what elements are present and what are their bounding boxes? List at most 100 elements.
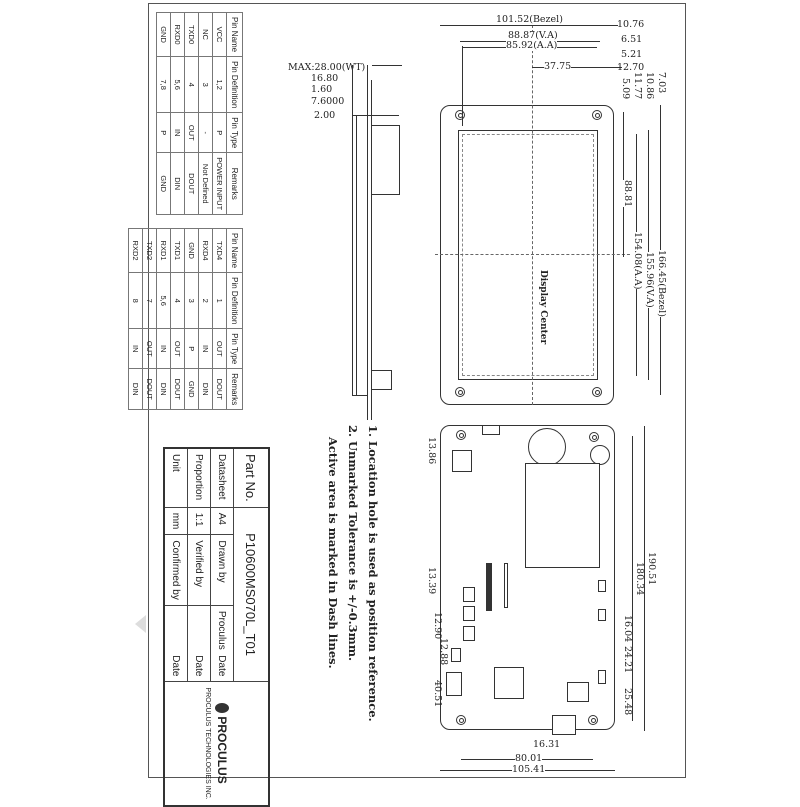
header-remarks: Remarks (226, 368, 243, 410)
cell: 3 (198, 56, 213, 113)
company-name: PROCULUS TECHNOLOGIES INC. (203, 687, 211, 800)
usb-connector (552, 715, 576, 735)
cell: DOUT (212, 368, 227, 410)
part-no-label: Part No. (233, 448, 269, 508)
cell: DIN (156, 368, 171, 410)
note-1: 1. Location hole is used as position ref… (366, 425, 380, 722)
cell: P (156, 112, 171, 153)
cell: GND (156, 12, 171, 57)
ribbon-connector (504, 563, 508, 608)
dim-24-21: 24.21 (622, 646, 633, 674)
dim-190-51: 190.51 (646, 552, 657, 586)
cell: - (198, 112, 213, 153)
dim-aa-height: 154.08(A.A) (632, 232, 643, 290)
dim-7-6000: 7.6000 (311, 96, 345, 107)
previous-page-arrow-icon[interactable] (135, 615, 146, 633)
dim-13-86: 13.86 (426, 437, 437, 465)
cell: 5,6 (156, 272, 171, 329)
proportion-label: Proportion (187, 448, 211, 508)
dim-16-04: 16.04 (622, 615, 633, 643)
header-pin-definition: Pin Definition (226, 56, 243, 113)
cell: TXD0 (184, 12, 199, 57)
cell: RXD4 (198, 228, 213, 273)
cell: 4 (170, 272, 185, 329)
header-pin-definition: Pin Definition (226, 272, 243, 329)
pcb-outline (440, 425, 615, 730)
cell: 8 (128, 272, 143, 329)
dim-1-60: 1.60 (311, 84, 333, 95)
cell: RXD0 (170, 12, 185, 57)
buzzer-icon (590, 445, 610, 465)
cell: TXD2 (142, 228, 157, 273)
cell: TXD1 (170, 228, 185, 273)
cell: P (212, 112, 227, 153)
connector-top (482, 425, 500, 435)
dim-25-48: 25.48 (622, 688, 633, 716)
cell: 1 (212, 272, 227, 329)
cell: 2 (198, 272, 213, 329)
connector-side (452, 450, 472, 472)
cell: VCC (212, 12, 227, 57)
ic-chip (567, 682, 589, 702)
cell: NC (198, 12, 213, 57)
logo-swoosh-icon (214, 703, 229, 714)
dim-180-34: 180.34 (634, 562, 645, 596)
confirmed-by-label: Confirmed by (164, 534, 188, 606)
cell: DIN (198, 368, 213, 410)
dim-aa-width: 85.92(A.A) (506, 40, 558, 51)
pin-table-1: Pin Name Pin Definition Pin Type Remarks… (156, 12, 243, 215)
drawing-frame (148, 3, 686, 778)
cell: POWER INPUT (212, 152, 227, 215)
cell: OUT (212, 328, 227, 369)
cell: IN (156, 328, 171, 369)
dim-80-01: 80.01 (515, 753, 543, 764)
dim-va-width: 88.87(V.A) (508, 30, 558, 41)
mounting-hole-icon (592, 110, 602, 120)
mounting-hole-icon (592, 387, 602, 397)
cell: OUT (170, 328, 185, 369)
cell: IN (128, 328, 143, 369)
cell: 4 (184, 56, 199, 113)
cell: DIN (128, 368, 143, 410)
dim-16-80: 16.80 (311, 73, 339, 84)
dim-va-height: 155.96(V.A) (644, 252, 655, 308)
dim-12-88: 12.88 (438, 638, 449, 666)
cell: IN (198, 328, 213, 369)
header-pin-type: Pin Type (226, 328, 243, 369)
drawn-by-value: Proculus (216, 610, 228, 650)
dim-16-31: 16.31 (533, 739, 561, 750)
cell: Not Defined (198, 152, 213, 215)
header-pin-type: Pin Type (226, 112, 243, 153)
dim-40-51: 40.51 (432, 680, 443, 708)
cell: DOUT (142, 368, 157, 410)
dim-12-70: 12.70 (617, 62, 645, 73)
proportion-value: 1:1 (187, 507, 211, 535)
dim-bezel-height: 166.45(Bezel) (656, 250, 667, 317)
cell: 7,8 (156, 56, 171, 113)
dim-105-41: 105.41 (512, 764, 546, 775)
cell: RXD2 (128, 228, 143, 273)
cell: 7 (142, 272, 157, 329)
drawn-by-label: Drawn by (210, 534, 234, 606)
mcu-chip (494, 667, 524, 699)
verified-by-label: Verified by (187, 534, 211, 606)
cell: RXD1 (156, 228, 171, 273)
cell: OUT (184, 112, 199, 153)
cell: IN (170, 112, 185, 153)
date-label: Date (187, 605, 211, 682)
date-label: Date (216, 655, 228, 677)
unit-value: mm (164, 507, 188, 535)
pin-header (486, 563, 492, 611)
cell: 3 (184, 272, 199, 329)
coin-battery-icon (528, 428, 566, 466)
datasheet-label: Datasheet (210, 448, 234, 508)
cell: GND (156, 152, 171, 215)
dim-12-90: 12.90 (432, 612, 443, 640)
